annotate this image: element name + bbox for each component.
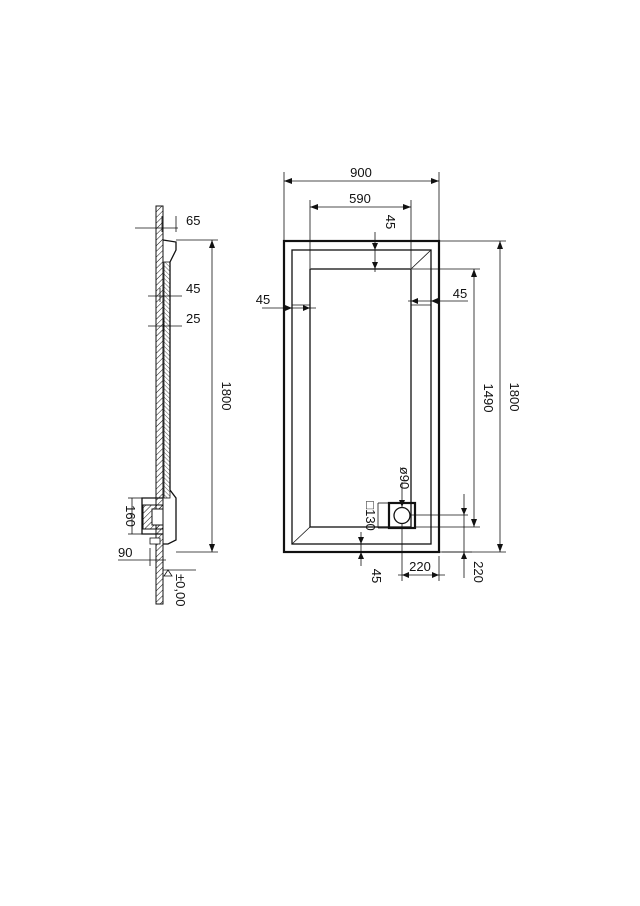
plan-dim-220-y: 220 xyxy=(471,561,486,583)
tray-outline xyxy=(282,239,441,554)
plan-view: 900 590 45 45 45 1490 xyxy=(256,165,522,583)
floor-slab xyxy=(155,205,164,605)
drain-recess xyxy=(141,497,163,535)
tray-rim-inner xyxy=(291,249,432,545)
plan-dim-45-right: 45 xyxy=(453,286,467,301)
plan-dim-45-bottom: 45 xyxy=(369,569,384,583)
plan-dim-45-top: 45 xyxy=(383,215,398,229)
drain-pipe xyxy=(151,508,164,526)
plan-dim-1800: 1800 xyxy=(507,383,522,412)
drain-circle xyxy=(393,506,411,525)
plan-dim-1490: 1490 xyxy=(481,384,496,413)
plan-drain-square: □130 xyxy=(363,501,378,531)
plan-dim-590: 590 xyxy=(349,191,371,206)
plan-drain-diameter: ø90 xyxy=(397,467,412,489)
side-dim-1800: 1800 xyxy=(219,382,234,411)
plan-dim-220-x: 220 xyxy=(409,559,431,574)
side-dim-160: 160 xyxy=(123,505,138,527)
side-dim-90: 90 xyxy=(118,545,132,560)
side-section-view: 65 45 25 1800 160 90 ±0,00 xyxy=(118,205,234,606)
drain-outlet xyxy=(149,537,161,545)
tray-basin xyxy=(309,268,412,528)
tray-bottom-layer xyxy=(163,261,171,499)
side-level-zero: ±0,00 xyxy=(173,574,188,606)
plan-dim-45-left: 45 xyxy=(256,292,270,307)
plan-dim-900: 900 xyxy=(350,165,372,180)
side-dim-45: 45 xyxy=(186,281,200,296)
side-dim-65: 65 xyxy=(186,213,200,228)
side-dim-25: 25 xyxy=(186,311,200,326)
